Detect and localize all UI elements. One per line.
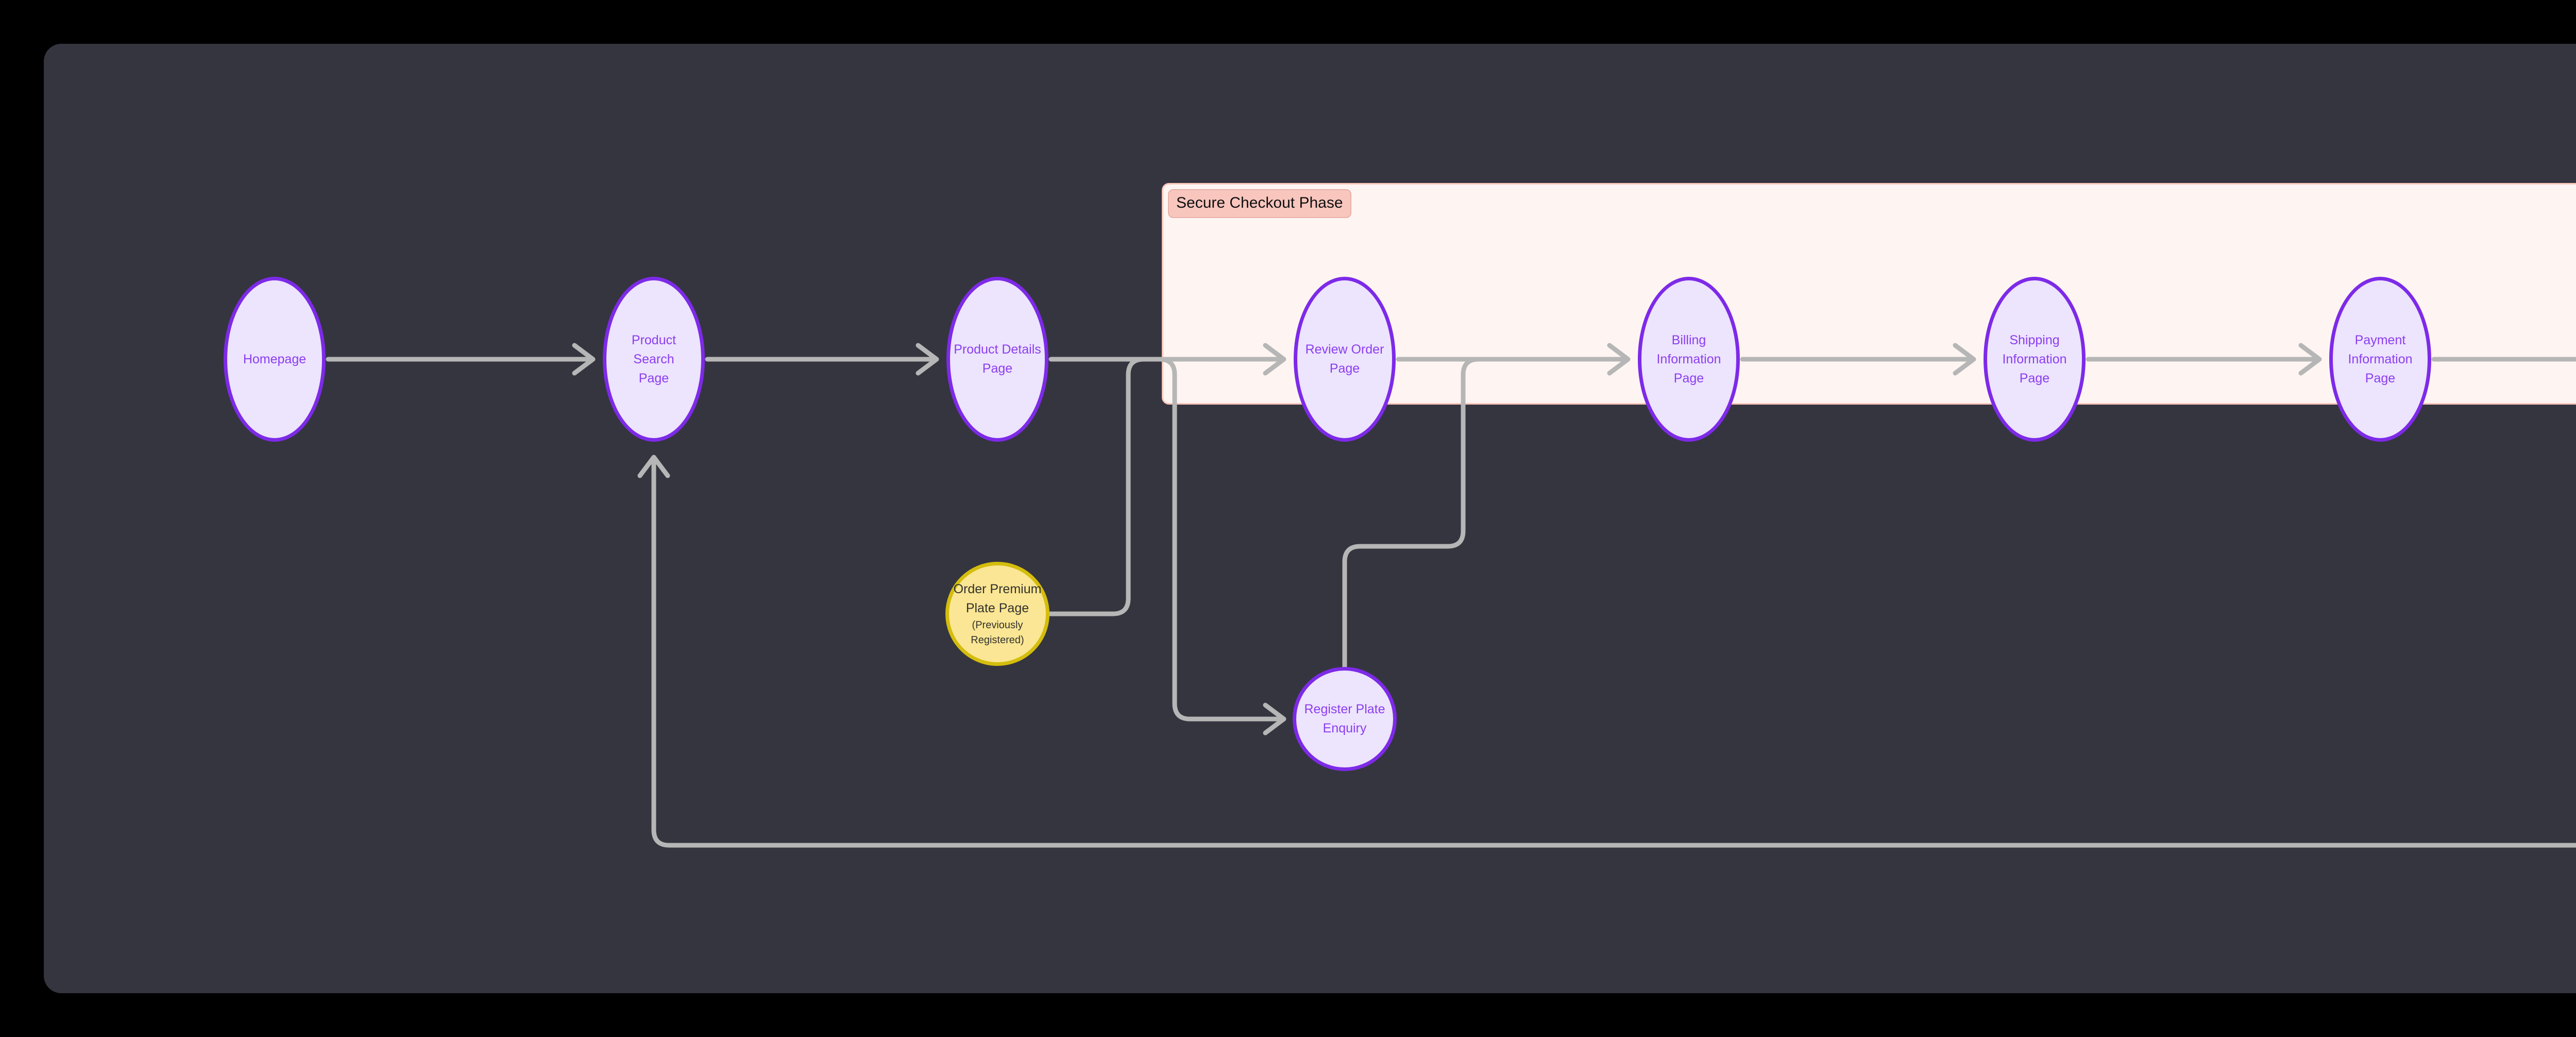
arrowhead-product-details	[916, 343, 939, 376]
diagram-stage: Secure Checkout Phase	[44, 44, 2576, 993]
arrowhead-register-plate-enquiry	[1263, 703, 1286, 735]
arrowhead-product-search-return	[637, 455, 670, 478]
edge-product-details-to-register-plate-enquiry	[1157, 357, 1284, 722]
subgraph-label-secure-checkout-phase: Secure Checkout Phase	[1168, 189, 1351, 218]
arrowhead-product-search	[572, 343, 596, 376]
diagram-canvas: Secure Checkout Phase	[44, 44, 2576, 993]
node-homepage[interactable]: Homepage	[224, 277, 326, 442]
node-homepage-label: Homepage	[243, 352, 307, 366]
edge-order-confirmation-to-product-search	[651, 459, 2576, 848]
